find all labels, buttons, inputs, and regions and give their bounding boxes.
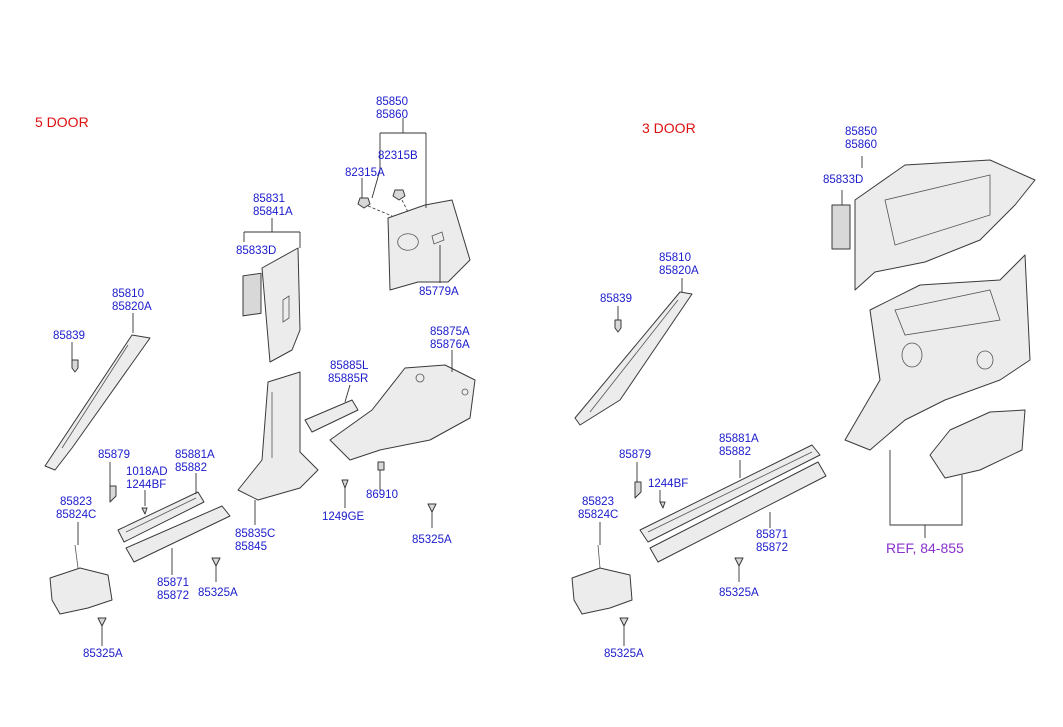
cowl-side-trim-3dr [571,567,633,615]
quarter-lower-trim-3dr [844,254,1031,451]
scuff-plate-3dr [639,444,821,543]
bolt-86910 [377,461,385,471]
screw-1244bf-3dr [659,501,666,509]
rear-side-trim-3dr [929,409,1026,479]
clip-85325a-1 [211,557,221,567]
label-82315a: 82315A [345,167,385,179]
label-85872: 85872 [157,590,189,602]
label-85325a-3: 85325A [412,534,452,546]
label-85820a-3dr: 85820A [659,265,699,277]
label-85879: 85879 [98,449,130,461]
label-85850-3dr: 85850 [845,126,877,138]
label-85871-3dr: 85871 [756,529,788,541]
cowl-side-trim [49,567,113,615]
pad-85833d-right [831,204,851,250]
label-85833d: 85833D [236,245,276,257]
label-85875a: 85875A [430,326,470,338]
label-85885r: 85885R [328,373,368,385]
label-85841a: 85841A [253,206,293,218]
label-85325a-4: 85325A [719,587,759,599]
label-1249ge: 1249GE [322,511,365,523]
label-85810-3dr: 85810 [659,252,691,264]
label-85823: 85823 [60,496,92,508]
c-pillar-trim [387,199,471,291]
clip-85325a-3 [427,503,437,513]
label-86910: 86910 [366,489,398,501]
label-85325a-2: 85325A [83,648,123,660]
label-85839-3dr: 85839 [600,293,632,305]
quarter-upper-trim-3dr [854,159,1036,291]
label-1244bf: 1244BF [126,479,166,491]
pad-85833d-left [242,272,262,317]
leader-lines [71,118,963,646]
clip-85325a-2 [97,617,107,627]
label-85881a: 85881A [175,449,215,461]
a-pillar-trim-3dr [574,291,693,426]
label-85876a: 85876A [430,339,470,351]
label-85882-3dr: 85882 [719,446,751,458]
bracket-85879-3dr [634,481,642,499]
rear-side-trim [329,364,476,461]
label-85871: 85871 [157,577,189,589]
label-85860: 85860 [376,109,408,121]
label-85881a-3dr: 85881A [719,433,759,445]
label-82315b: 82315B [378,150,418,162]
screw-1244bf [141,507,148,515]
b-pillar-upper-trim [261,247,301,363]
section-labels: 5 DOOR 3 DOOR REF, 84-855 [35,114,964,556]
clip-85325a-4 [734,557,744,567]
label-1244bf-3dr: 1244BF [648,478,688,490]
three-door-parts [571,159,1036,627]
a-pillar-trim [44,334,151,471]
clip-85839 [71,359,79,373]
label-85810: 85810 [112,288,144,300]
bracket-85879 [109,485,117,503]
label-85325a-1: 85325A [198,587,238,599]
label-85850: 85850 [376,96,408,108]
label-85835c: 85835C [235,528,275,540]
clip-82315b [392,189,406,201]
label-85872-3dr: 85872 [756,542,788,554]
bolt-1249ge [341,479,349,489]
label-85882: 85882 [175,462,207,474]
label-85325a-5: 85325A [604,648,644,660]
b-pillar-lower-trim [237,371,319,501]
clip-85325a-5 [619,617,629,627]
ref-label: REF, 84-855 [886,540,964,556]
five-door-parts [44,189,476,627]
label-85839: 85839 [53,330,85,342]
label-85824c: 85824C [56,509,96,521]
label-85879-3dr: 85879 [619,449,651,461]
clip-85839-3dr [614,319,622,333]
label-85824c-3dr: 85824C [578,509,618,521]
section-5-door: 5 DOOR [35,114,89,130]
part-labels: 85850 85860 82315B 82315A 85779A 85831 8… [53,96,877,660]
label-85779a: 85779A [419,286,459,298]
label-85885l: 85885L [330,360,369,372]
label-1018ad: 1018AD [126,466,168,478]
label-85820a: 85820A [112,301,152,313]
label-85860-3dr: 85860 [845,139,877,151]
section-3-door: 3 DOOR [642,120,696,136]
label-85831: 85831 [253,193,285,205]
clip-82315a [357,197,371,209]
front-sill-trim [125,505,231,563]
label-85845: 85845 [235,541,267,553]
sill-trim-3dr [649,461,827,563]
rear-scuff-plate [304,399,359,433]
label-85833d-3dr: 85833D [823,174,863,186]
label-85823-3dr: 85823 [582,496,614,508]
